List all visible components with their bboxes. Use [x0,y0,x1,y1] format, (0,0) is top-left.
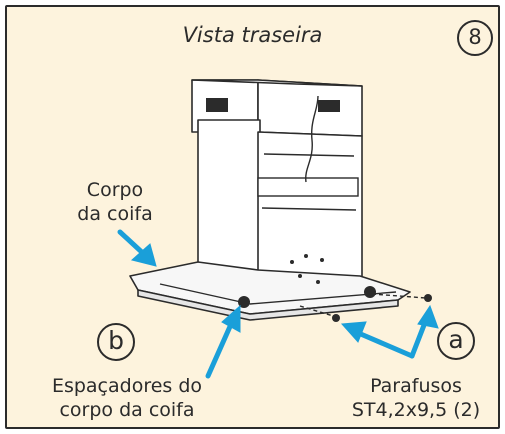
hood-body-label-line2: da coifa [77,203,153,225]
arrow-screw-right-head [417,304,439,329]
marker-a: a [437,322,475,360]
chimney-lower-left [197,119,261,283]
screws-label-line2: ST4,2x9,5 (2) [351,399,481,421]
spacers-label-line2: corpo da coifa [59,399,195,421]
arrow-screw-right [409,317,429,359]
marker-b: b [97,323,135,361]
vent-right [318,100,340,112]
screw-left [332,314,340,322]
screws-label-line1: Parafusos [370,375,462,397]
canopy-edge [137,289,399,321]
hood-body-label-line1: Corpo [86,179,144,201]
screw-right [424,294,432,302]
spacers-label: Espaçadores do corpo da coifa [32,374,222,422]
view-title: Vista traseira [182,23,323,47]
spacer-left [238,296,250,308]
arrow-screw-left [353,329,415,359]
vent-left [206,98,228,112]
hood-body-label: Corpo da coifa [60,178,170,226]
screws-label: Parafusos ST4,2x9,5 (2) [336,374,496,422]
mounting-bracket [257,177,359,197]
spacer-right [364,286,376,298]
arrow-screw-left-head [340,321,367,343]
arrow-spacers [205,319,235,379]
arrow-body-head [130,243,157,267]
arrow-spacers-head [221,304,241,333]
spacers-label-line1: Espaçadores do [51,375,203,397]
chimney-top-edge [191,79,363,87]
power-cable [305,95,319,183]
chimney-upper-right [257,79,363,137]
step-number-badge: 8 [457,20,493,56]
